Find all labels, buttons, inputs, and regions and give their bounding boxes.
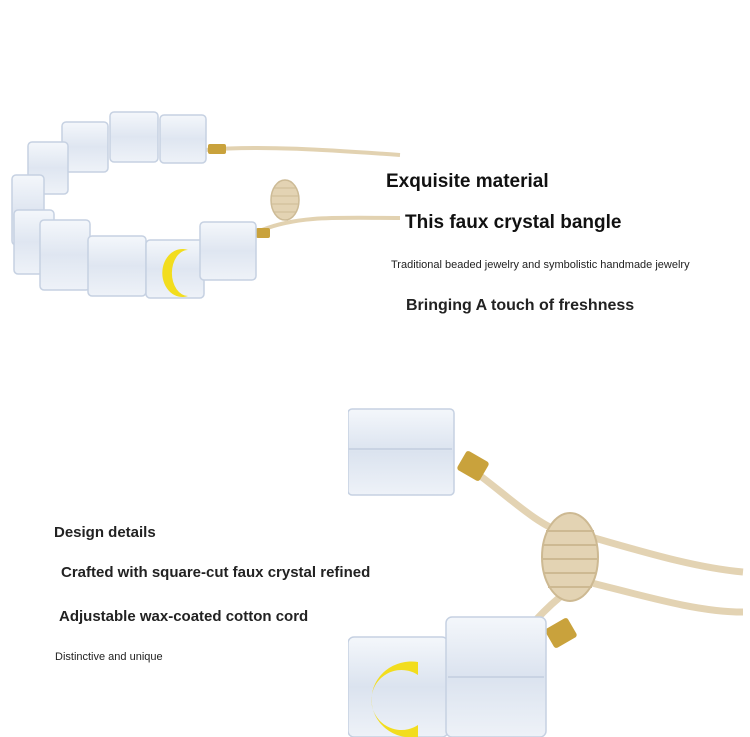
description-traditional-jewelry: Traditional beaded jewelry and symbolist… bbox=[391, 259, 690, 271]
detail-square-cut-crystal: Crafted with square-cut faux crystal ref… bbox=[61, 564, 371, 581]
detail-wax-coated-cord: Adjustable wax-coated cotton cord bbox=[59, 608, 309, 625]
tagline-freshness: Bringing A touch of freshness bbox=[406, 297, 635, 314]
heading-exquisite-material: Exquisite material bbox=[386, 171, 549, 192]
subheading-faux-crystal-bangle: This faux crystal bangle bbox=[405, 212, 622, 233]
bracelet-closeup-image bbox=[348, 408, 744, 737]
detail-distinctive-unique: Distinctive and unique bbox=[55, 651, 163, 663]
heading-design-details: Design details bbox=[54, 524, 156, 541]
bracelet-product-image bbox=[11, 111, 401, 299]
